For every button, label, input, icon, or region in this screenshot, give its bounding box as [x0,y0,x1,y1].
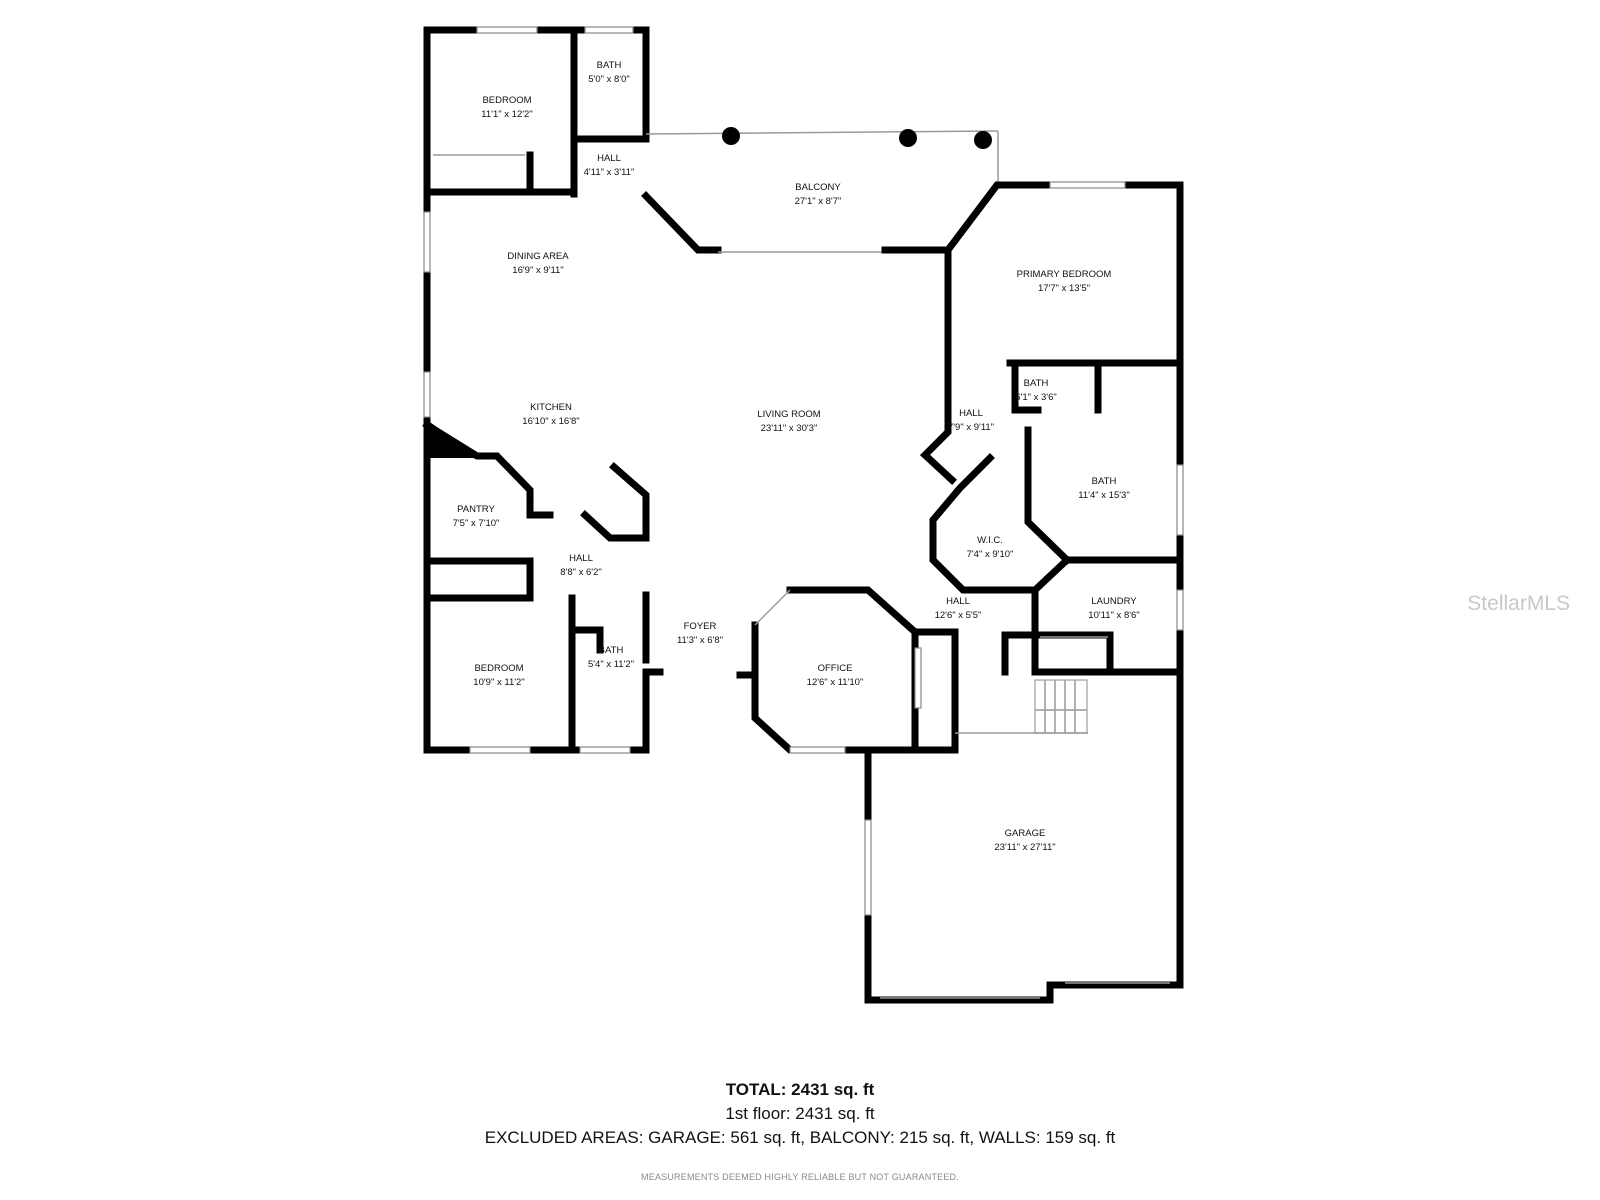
room-bedroom-2: BEDROOM 10'9" x 11'2" [473,663,524,688]
room-dimensions: 27'1" x 8'7" [795,196,842,207]
room-name: LIVING ROOM [757,409,820,420]
room-dimensions: 8'8" x 6'2" [560,567,602,578]
column-icon [722,127,740,145]
room-dimensions: 5'0" x 8'0" [588,74,630,85]
room-hall-2: HALL 7'9" x 9'11" [948,408,994,433]
room-name: HALL [959,408,983,419]
room-name: HALL [946,596,970,607]
room-name: W.I.C. [977,535,1003,546]
room-dimensions: 16'9" x 9'11" [512,265,563,276]
room-wic: W.I.C. 7'4" x 9'10" [967,535,1014,560]
room-dimensions: 23'11" x 30'3" [761,423,818,434]
room-dimensions: 17'7" x 13'5" [1038,283,1090,294]
stairs-icon [1034,679,1088,734]
room-dimensions: 10'11" x 8'6" [1088,610,1139,621]
walls [422,26,1184,1004]
room-name: BEDROOM [474,663,523,674]
room-dimensions: 6'1" x 3'6" [1015,392,1057,403]
room-office: OFFICE 12'6" x 11'10" [807,663,864,688]
room-pantry: PANTRY 7'5" x 7'10" [453,504,500,529]
room-name: BATH [1092,476,1117,487]
room-name: BATH [599,645,624,656]
room-hall-3: HALL 8'8" x 6'2" [560,553,602,578]
room-balcony: BALCONY 27'1" x 8'7" [795,182,842,207]
room-name: DINING AREA [507,251,569,262]
room-bedroom-1: BEDROOM 11'1" x 12'2" [481,95,532,120]
room-name: LAUNDRY [1091,596,1137,607]
room-dimensions: 7'4" x 9'10" [967,549,1014,560]
room-primary-bedroom: PRIMARY BEDROOM 17'7" x 13'5" [1017,269,1112,294]
room-dimensions: 16'10" x 16'8" [522,416,579,427]
room-garage: GARAGE 23'11" x 27'11" [994,828,1055,853]
room-name: PRIMARY BEDROOM [1017,269,1112,280]
room-name: BATH [1024,378,1049,389]
windows [423,26,1184,999]
column-icon [974,131,992,149]
room-name: BATH [597,60,622,71]
room-name: BEDROOM [482,95,531,106]
room-dimensions: 7'9" x 9'11" [948,422,994,433]
room-name: HALL [597,153,621,164]
room-dimensions: 11'1" x 12'2" [481,109,532,120]
room-bath-3: BATH 11'4" x 15'3" [1078,476,1129,501]
room-name: FOYER [684,621,717,632]
room-dimensions: 12'6" x 5'5" [935,610,982,621]
room-dimensions: 12'6" x 11'10" [807,677,864,688]
room-hall-1: HALL 4'11" x 3'11" [584,153,635,178]
room-hall-4: HALL 12'6" x 5'5" [935,596,982,621]
total-area: TOTAL: 2431 sq. ft [725,1080,875,1099]
room-name: BALCONY [795,182,841,193]
balcony-columns [722,127,992,149]
excluded-areas: EXCLUDED AREAS: GARAGE: 561 sq. ft, BALC… [484,1128,1116,1147]
room-name: HALL [569,553,593,564]
room-name: GARAGE [1005,828,1046,839]
room-dimensions: 5'4" x 11'2" [588,659,634,670]
room-foyer: FOYER 11'3" x 6'8" [677,621,723,646]
watermark-logo: StellarMLS [1467,592,1570,615]
room-dimensions: 11'4" x 15'3" [1078,490,1129,501]
room-dimensions: 10'9" x 11'2" [473,677,524,688]
room-dimensions: 4'11" x 3'11" [584,167,635,178]
room-name: OFFICE [818,663,853,674]
room-name: KITCHEN [530,402,572,413]
room-kitchen: KITCHEN 16'10" x 16'8" [522,402,579,427]
room-dimensions: 7'5" x 7'10" [453,518,500,529]
room-living-room: LIVING ROOM 23'11" x 30'3" [757,409,820,434]
room-labels: BEDROOM 11'1" x 12'2" BATH 5'0" x 8'0" HALL 4… [453,60,1140,853]
column-icon [899,129,917,147]
room-bath-1: BATH 5'0" x 8'0" [588,60,630,85]
room-laundry: LAUNDRY 10'11" x 8'6" [1088,596,1139,621]
room-dimensions: 11'3" x 6'8" [677,635,723,646]
room-bath-2: BATH 6'1" x 3'6" [1015,378,1057,403]
disclaimer: MEASUREMENTS DEEMED HIGHLY RELIABLE BUT … [641,1172,959,1182]
room-bath-4: BATH 5'4" x 11'2" [588,645,634,670]
room-name: PANTRY [457,504,495,515]
room-dimensions: 23'11" x 27'11" [994,842,1055,853]
room-dining-area: DINING AREA 16'9" x 9'11" [507,251,569,276]
floor-area: 1st floor: 2431 sq. ft [725,1104,875,1123]
